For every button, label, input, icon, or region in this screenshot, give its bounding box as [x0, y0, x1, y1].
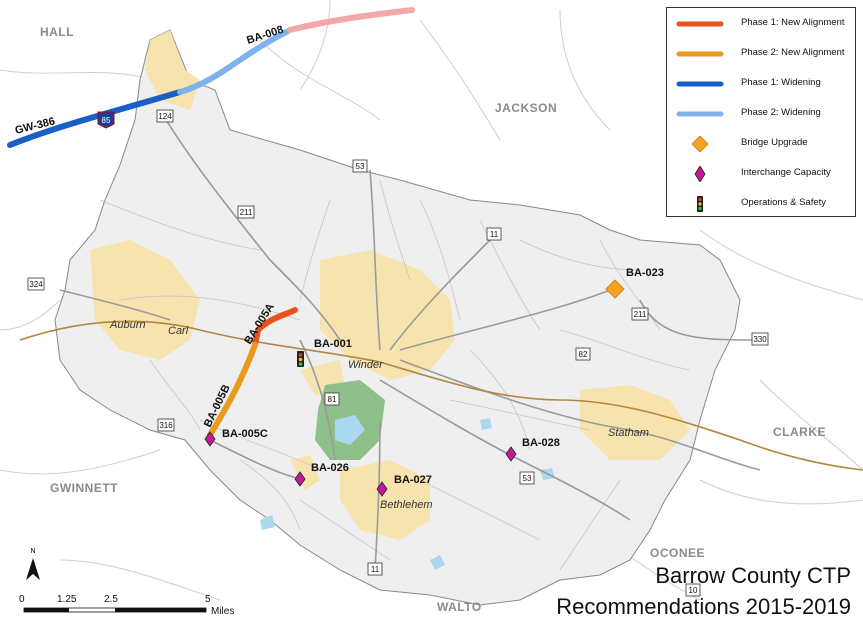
city-labels: Auburn Carl Winder Statham Bethlehem	[109, 319, 649, 511]
corridors	[7, 7, 415, 438]
sr11-north-shield: 11	[486, 227, 502, 241]
region-oconee: OCONEE	[650, 546, 705, 560]
project-markers: BA-001 BA-005C BA-026 BA-027 BA-028 BA-0…	[204, 267, 664, 497]
legend-label: Phase 1: New Alignment	[741, 17, 845, 28]
ba027-interchange-marker	[376, 481, 388, 497]
legend-item-phase1-widening: Phase 1: Widening	[667, 72, 855, 96]
legend-line-icon	[676, 111, 724, 117]
north-arrow: N	[26, 548, 40, 580]
project-label-ba027: BA-027	[394, 474, 432, 486]
legend-label: Bridge Upgrade	[741, 137, 808, 148]
railroad	[19, 320, 863, 471]
svg-text:10: 10	[689, 586, 698, 595]
region-walton: WALTO	[437, 600, 482, 614]
svg-text:82: 82	[579, 350, 588, 359]
scale-tick-3: 5	[205, 594, 211, 605]
city-statham: Statham	[608, 427, 649, 439]
legend-line-icon	[676, 51, 724, 57]
svg-text:11: 11	[490, 230, 499, 239]
legend-line-icon	[676, 21, 724, 27]
ba028-interchange-marker	[505, 446, 517, 462]
svg-text:53: 53	[356, 162, 365, 171]
ba005c-interchange-marker	[204, 431, 216, 447]
svg-text:211: 211	[634, 310, 647, 319]
project-label-ba023: BA-023	[626, 267, 664, 279]
state-routes	[59, 109, 761, 571]
sr330-shield: 330	[751, 332, 769, 346]
route-shields: 85 124 53 211 11 324 211 330	[27, 109, 769, 597]
region-labels: HALL JACKSON CLARKE GWINNETT OCONEE WALT…	[40, 25, 826, 614]
ba008-corridor-phase2	[177, 27, 293, 95]
legend-item-phase1-new-alignment: Phase 1: New Alignment	[667, 12, 855, 36]
urban-areas	[90, 30, 690, 540]
city-winder: Winder	[348, 359, 384, 371]
diamond-icon	[691, 136, 709, 152]
i85-shield: 85	[97, 111, 115, 129]
ba026-interchange-marker	[294, 471, 306, 487]
scale-tick-0: 0	[19, 594, 25, 605]
region-gwinnett: GWINNETT	[50, 481, 118, 495]
sr11-south-shield: 11	[367, 562, 383, 576]
svg-text:211: 211	[240, 208, 253, 217]
map-title-line1: Barrow County CTP	[655, 563, 851, 588]
legend-label: Phase 1: Widening	[741, 77, 821, 88]
legend-label: Interchange Capacity	[741, 167, 831, 178]
map-legend: Phase 1: New Alignment Phase 2: New Alig…	[666, 7, 856, 217]
sr53-north-shield: 53	[352, 159, 368, 173]
svg-text:N: N	[30, 548, 35, 555]
city-auburn: Auburn	[109, 319, 145, 331]
project-label-ba005c: BA-005C	[222, 428, 268, 440]
city-bethlehem: Bethlehem	[380, 499, 433, 511]
project-label-ba028: BA-028	[522, 437, 560, 449]
legend-label: Operations & Safety	[741, 197, 827, 208]
svg-text:53: 53	[523, 474, 532, 483]
legend-label: Phase 2: New Alignment	[741, 47, 845, 58]
ba005b-corridor	[207, 342, 258, 438]
legend-item-interchange-capacity: Interchange Capacity	[667, 162, 855, 186]
project-label-ba026: BA-026	[311, 462, 349, 474]
sr82-shield: 82	[575, 347, 591, 361]
legend-item-phase2-new-alignment: Phase 2: New Alignment	[667, 42, 855, 66]
sr211-east-shield: 211	[631, 307, 649, 321]
ba008-corridor-faded	[287, 7, 415, 33]
project-label-ba001: BA-001	[314, 338, 352, 350]
gw386-corridor	[7, 89, 183, 148]
sr124-shield: 124	[156, 109, 174, 123]
sr10-shield: 10	[685, 583, 701, 597]
sr81-shield: 81	[324, 392, 340, 406]
svg-text:330: 330	[753, 335, 767, 344]
ba023-bridge-marker	[605, 279, 625, 299]
scale-bar	[23, 607, 207, 613]
svg-text:11: 11	[371, 565, 380, 574]
svg-text:81: 81	[328, 395, 337, 404]
sr324-shield: 324	[27, 277, 45, 291]
legend-item-phase2-widening: Phase 2: Widening	[667, 102, 855, 126]
legend-item-operations-safety: Operations & Safety	[667, 192, 855, 216]
city-carl: Carl	[168, 325, 189, 337]
diamond-icon	[694, 166, 706, 182]
scale-tick-1: 1.25	[57, 594, 77, 605]
region-jackson: JACKSON	[495, 101, 557, 115]
traffic-signal-icon	[697, 196, 703, 212]
ba005a-corridor	[252, 307, 298, 348]
region-clarke: CLARKE	[773, 425, 826, 439]
legend-label: Phase 2: Widening	[741, 107, 821, 118]
legend-item-bridge-upgrade: Bridge Upgrade	[667, 132, 855, 156]
scale-tick-2: 2.5	[104, 594, 118, 605]
map-title-line2: Recommendations 2015-2019	[556, 594, 851, 619]
svg-text:316: 316	[159, 421, 173, 430]
sr316-shield: 316	[157, 418, 175, 432]
svg-text:85: 85	[102, 116, 111, 125]
legend-line-icon	[676, 81, 724, 87]
ba001-signal-marker	[297, 351, 304, 367]
local-roads	[99, 179, 691, 571]
sr53-south-shield: 53	[519, 471, 535, 485]
scale-unit: Miles	[211, 606, 235, 617]
svg-text:324: 324	[29, 280, 43, 289]
region-hall: HALL	[40, 25, 74, 39]
svg-text:124: 124	[158, 112, 172, 121]
sr211-west-shield: 211	[237, 205, 255, 219]
